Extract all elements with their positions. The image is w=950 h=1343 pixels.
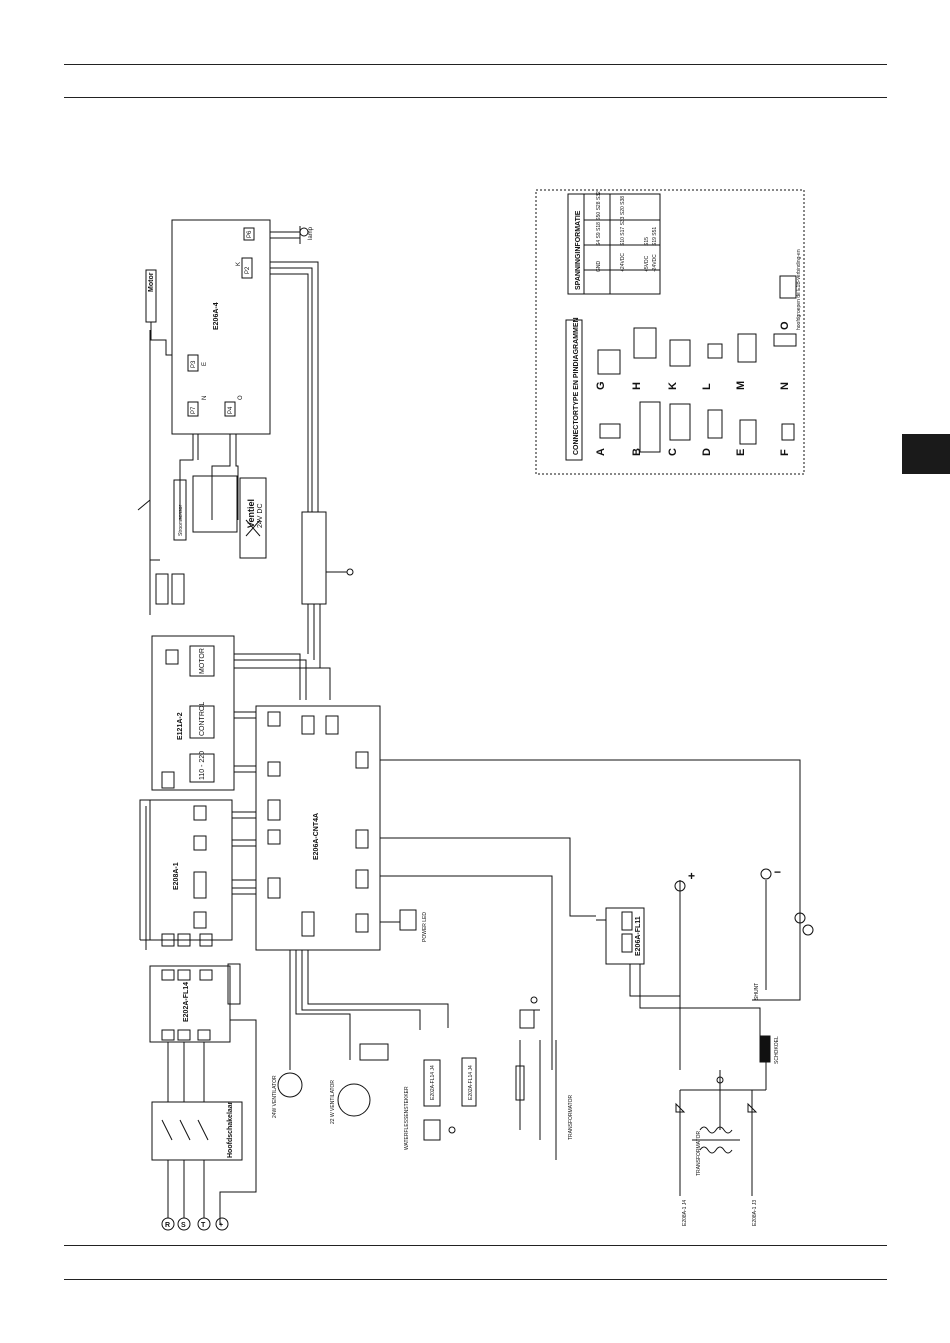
main-switch-box <box>151 1101 243 1161</box>
p3-label: P3 <box>191 360 197 368</box>
ventilator24-label: 24W VENTILATOR <box>272 1075 278 1118</box>
mains-pe-label: + <box>219 1222 223 1229</box>
voltage-row-gnd: GND <box>596 261 602 273</box>
e206a4-label: E206A-4 <box>213 302 220 330</box>
board-e206a-cnt4a <box>255 705 381 951</box>
voltage-row-m24-pins: S19 S51 <box>652 227 658 246</box>
conn-g: G <box>595 381 607 390</box>
plus-label: + <box>688 869 695 883</box>
legend-connector-title: CONNECTORTYPE EN PINDIAGRAMMEN <box>573 317 580 455</box>
board-e206a-4 <box>171 219 271 435</box>
e206a-fl11-label: E206A-FL11 <box>635 916 642 956</box>
ventilator22-label: 22 W VENTILATOR <box>330 1080 336 1124</box>
o-label: O <box>238 395 244 400</box>
e-label: E <box>202 362 208 366</box>
voltage-row-gnd-pins: S4 S9 S18 S50 S28 S32 <box>596 191 602 246</box>
conn-m: M <box>735 381 747 390</box>
board-e121a-2 <box>151 635 235 791</box>
e208a-j3-label: E208A-1 J3 <box>752 1200 758 1226</box>
p7-label: P7 <box>191 406 197 414</box>
fl14a-label: E202A-FL14 J4 <box>430 1065 436 1100</box>
trafo-right-label: TRANSFORMATOR <box>696 1131 702 1176</box>
mains-pe <box>215 1217 229 1231</box>
ventiel-label: Ventiel <box>246 499 256 528</box>
k-label: K <box>236 262 242 266</box>
v110-220-label: 110 - 220 <box>199 751 206 780</box>
e202a-fl14-label: E202A-FL14 <box>183 982 190 1022</box>
mains-t <box>197 1217 211 1231</box>
conn-a: A <box>595 448 607 456</box>
conn-n: N <box>779 382 791 390</box>
p6-label: P6 <box>247 230 253 238</box>
legend-box <box>535 189 805 475</box>
mains-s-label: S <box>181 1222 186 1229</box>
top-rule-1 <box>64 64 887 65</box>
trafo-mid-label: TRANSFORMATOR <box>568 1095 574 1140</box>
ventiel-box <box>239 477 267 559</box>
mains-t-label: T <box>201 1222 206 1229</box>
conn-f: F <box>779 449 791 456</box>
stroomsensor-label: Stroomsensor <box>178 505 184 536</box>
conn-d: D <box>701 448 713 456</box>
bottom-rule-1 <box>64 1245 887 1246</box>
lamp-label: lamp <box>308 226 314 240</box>
mains-r-label: R <box>165 1222 170 1229</box>
e121a2-label: E121A-2 <box>177 712 184 740</box>
voltage-row-m24: -24VDC <box>652 254 658 272</box>
shunt-label: SHUNT <box>754 983 760 1000</box>
conn-c: C <box>667 448 679 456</box>
legend-voltage-title: SPANNINGINFORMATIE <box>575 210 582 290</box>
minus-label: − <box>774 865 781 879</box>
motor-label: Motor <box>148 272 155 292</box>
mains-s <box>177 1217 191 1231</box>
e206a-cnt4a-label: E206A-CNT4A <box>313 813 320 860</box>
legend-footnote: hoofdgroepen de E1B-verbinding-en <box>796 249 802 330</box>
conn-o: O <box>779 321 791 330</box>
n-label: N <box>202 396 208 400</box>
motor-conn-label: MOTOR <box>199 648 206 674</box>
voltage-row-24: +24VDC <box>620 253 626 272</box>
conn-l: L <box>701 383 713 390</box>
board-e208a-1 <box>149 799 233 941</box>
voltage-row-24-pins: S10 S17 S33 S20 S38 <box>620 196 626 246</box>
power-led-label: POWER LED <box>422 912 428 942</box>
bottom-rule-2 <box>64 1279 887 1280</box>
p2-label: P2 <box>245 266 251 274</box>
ventiel-sub-label: 24V DC <box>257 503 264 528</box>
mains-r <box>161 1217 175 1231</box>
e208a-j4-label: E208A-1 J4 <box>682 1200 688 1226</box>
board-e206a-fl11 <box>605 907 645 965</box>
p4-label: P4 <box>228 406 234 414</box>
smeltzeker-label: SCHOKOEL <box>774 1036 780 1064</box>
voltage-row-5-pins: S15 <box>644 237 650 246</box>
fl14b-label: E202A-FL14 J4 <box>468 1065 474 1100</box>
control-label: CONTROL <box>199 702 206 736</box>
top-rule-2 <box>64 97 887 98</box>
conn-h: H <box>631 382 643 390</box>
section-tab <box>902 434 950 474</box>
water-sensor-label: WATERFLESSENSTEKKER <box>404 1086 410 1150</box>
e208a1-label: E208A-1 <box>173 862 180 890</box>
junction-box <box>301 511 327 605</box>
conn-b: B <box>631 448 643 456</box>
stroomsensor-box <box>173 479 187 541</box>
hoofdschakelaar-label: Hoofdschakelaar <box>227 1101 234 1158</box>
voltage-row-5: +5VDC <box>644 255 650 272</box>
conn-k: K <box>667 382 679 390</box>
conn-e: E <box>735 449 747 456</box>
